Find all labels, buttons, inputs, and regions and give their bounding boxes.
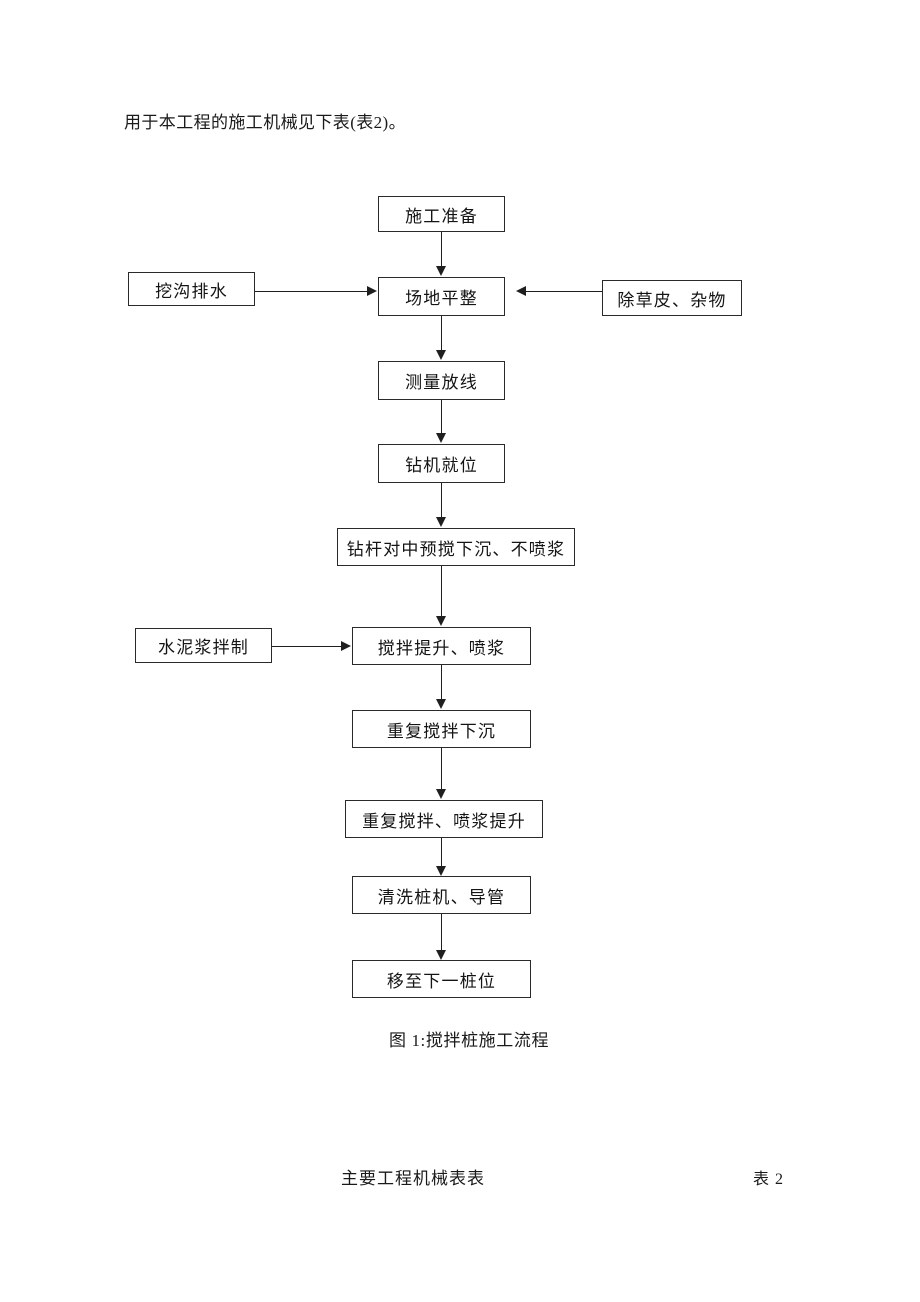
arrowhead-turf-to-leveling: [516, 286, 526, 296]
arrowhead-presink-to-mixlift: [436, 616, 446, 626]
connector-presink-to-mixlift: [441, 566, 442, 617]
flow-node-survey-setting-out: 测量放线: [378, 361, 505, 400]
connector-repeatspray-to-clean: [441, 838, 442, 868]
flow-node-construction-preparation: 施工准备: [378, 196, 505, 232]
arrowhead-drainage-to-leveling: [367, 286, 377, 296]
flow-node-mix-lift-spray: 搅拌提升、喷浆: [352, 627, 531, 665]
arrowhead-survey-to-drill: [436, 433, 446, 443]
arrowhead-slurry-to-mixlift: [341, 641, 351, 651]
flow-node-repeat-mix-spray-lift: 重复搅拌、喷浆提升: [345, 800, 543, 838]
connector-slurry-to-mixlift: [272, 646, 342, 647]
connector-clean-to-move: [441, 914, 442, 952]
connector-survey-to-drill: [441, 400, 442, 434]
arrowhead-leveling-to-survey: [436, 350, 446, 360]
connector-drill-to-presink: [441, 483, 442, 518]
connector-repeatsink-to-repeatspray: [441, 748, 442, 790]
flow-node-cement-slurry-mixing: 水泥浆拌制: [135, 628, 272, 663]
connector-prep-to-leveling: [441, 232, 442, 267]
connector-leveling-to-survey: [441, 316, 442, 351]
flow-node-ditch-drainage: 挖沟排水: [128, 272, 255, 306]
arrowhead-repeatsink-to-repeatspray: [436, 789, 446, 799]
arrowhead-prep-to-leveling: [436, 266, 446, 276]
connector-drainage-to-leveling: [255, 291, 368, 292]
arrowhead-repeatspray-to-clean: [436, 866, 446, 876]
arrowhead-clean-to-move: [436, 950, 446, 960]
arrowhead-mixlift-to-repeatsink: [436, 699, 446, 709]
flow-node-move-next-pile: 移至下一桩位: [352, 960, 531, 998]
flow-node-repeat-mix-sink: 重复搅拌下沉: [352, 710, 531, 748]
intro-paragraph: 用于本工程的施工机械见下表(表2)。: [124, 113, 407, 132]
flow-node-drill-positioning: 钻机就位: [378, 444, 505, 483]
figure-caption: 图 1:搅拌桩施工流程: [389, 1031, 550, 1050]
flow-node-site-leveling: 场地平整: [378, 277, 505, 316]
table-caption: 主要工程机械表表: [341, 1169, 485, 1188]
arrowhead-drill-to-presink: [436, 517, 446, 527]
flow-node-remove-turf-debris: 除草皮、杂物: [602, 280, 742, 316]
flow-node-clean-pile-machine: 清洗桩机、导管: [352, 876, 531, 914]
connector-mixlift-to-repeatsink: [441, 665, 442, 700]
connector-turf-to-leveling: [526, 291, 602, 292]
table-number-label: 表 2: [753, 1171, 785, 1188]
flow-node-drill-rod-presink: 钻杆对中预搅下沉、不喷浆: [337, 528, 575, 566]
